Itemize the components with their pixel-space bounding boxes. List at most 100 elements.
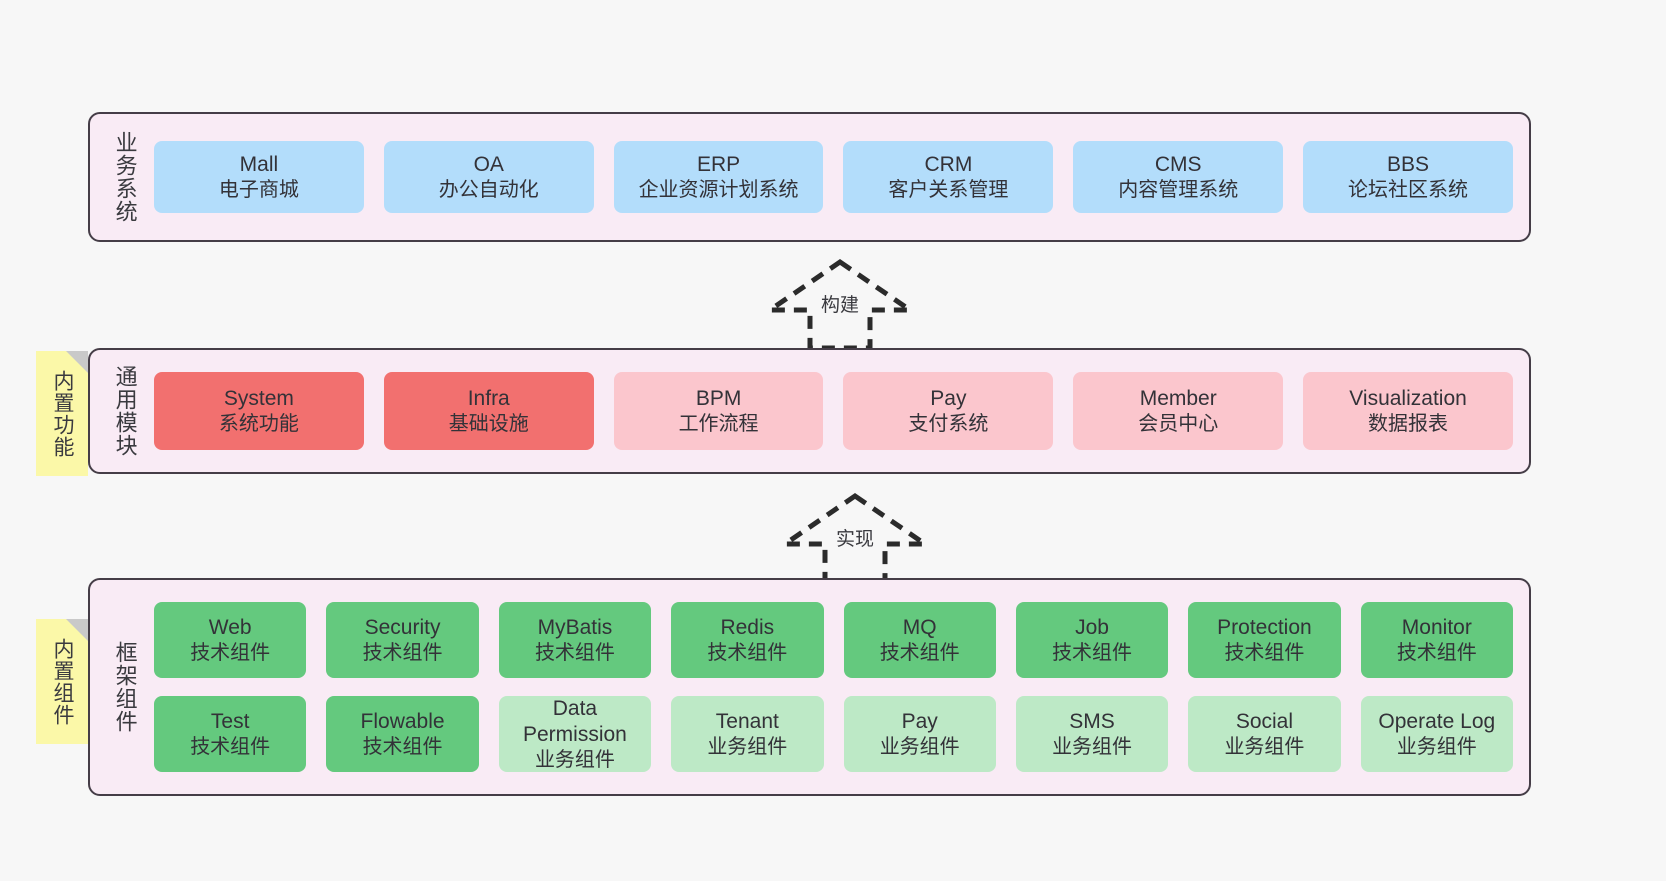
card-title: System xyxy=(223,386,294,410)
card-subtitle: 业务组件 xyxy=(879,735,960,758)
card-subtitle: 业务组件 xyxy=(707,735,788,758)
layer-title-modules: 通用模块 xyxy=(112,365,138,457)
card-title: CMS xyxy=(1154,152,1202,176)
card-sms[interactable]: SMS 业务组件 xyxy=(1015,696,1169,772)
card-subtitle: 技术组件 xyxy=(707,641,788,664)
layer-framework-components: 框架组件 Web 技术组件 Security 技术组件 MyBatis 技术组件… xyxy=(88,578,1531,796)
card-mybatis[interactable]: MyBatis 技术组件 xyxy=(498,602,652,678)
card-subtitle: 办公自动化 xyxy=(438,178,539,201)
card-mq[interactable]: MQ 技术组件 xyxy=(843,602,996,678)
card-subtitle: 数据报表 xyxy=(1368,412,1449,435)
card-subtitle: 企业资源计划系统 xyxy=(638,178,799,201)
card-visualization[interactable]: Visualization 数据报表 xyxy=(1303,372,1513,450)
card-system[interactable]: System 系统功能 xyxy=(154,372,364,450)
card-subtitle: 技术组件 xyxy=(190,641,271,664)
card-monitor[interactable]: Monitor 技术组件 xyxy=(1360,602,1513,678)
card-title: BPM xyxy=(695,386,742,410)
card-subtitle: 业务组件 xyxy=(1396,735,1477,758)
sticky-note-label: 内置功能 xyxy=(51,369,75,458)
card-title: Pay xyxy=(930,386,967,410)
card-mall[interactable]: Mall 电子商城 xyxy=(154,141,364,213)
card-title: BBS xyxy=(1387,152,1430,176)
layer-body-frame: Web 技术组件 Security 技术组件 MyBatis 技术组件 Redi… xyxy=(146,580,1529,794)
card-pay[interactable]: Pay 支付系统 xyxy=(843,372,1054,450)
card-title: Operate Log xyxy=(1378,709,1496,733)
card-subtitle: 技术组件 xyxy=(190,735,271,758)
card-subtitle: 内容管理系统 xyxy=(1118,178,1239,201)
card-title: MyBatis xyxy=(537,615,613,639)
card-security[interactable]: Security 技术组件 xyxy=(326,602,479,678)
card-title: Redis xyxy=(720,615,775,639)
sticky-note-label: 内置组件 xyxy=(51,637,75,726)
card-title: Member xyxy=(1139,386,1217,410)
card-title: Job xyxy=(1075,615,1109,639)
card-title: Flowable xyxy=(360,709,445,733)
card-title: MQ xyxy=(902,615,937,639)
card-subtitle: 业务组件 xyxy=(1224,735,1305,758)
card-subtitle: 电子商城 xyxy=(218,178,299,201)
card-title: Protection xyxy=(1217,615,1312,639)
layer-body-modules: System 系统功能 Infra 基础设施 BPM 工作流程 Pay 支付系统… xyxy=(146,350,1529,472)
card-oa[interactable]: OA 办公自动化 xyxy=(383,141,594,213)
card-subtitle: 业务组件 xyxy=(534,748,615,771)
card-subtitle: 基础设施 xyxy=(448,412,529,435)
card-erp[interactable]: ERP 企业资源计划系统 xyxy=(613,141,824,213)
card-subtitle: 技术组件 xyxy=(362,641,443,664)
card-social[interactable]: Social 业务组件 xyxy=(1188,696,1341,772)
card-title: ERP xyxy=(696,152,741,176)
card-bbs[interactable]: BBS 论坛社区系统 xyxy=(1303,141,1513,213)
card-row: Test 技术组件 Flowable 技术组件 Data Permission … xyxy=(154,696,1513,772)
card-title: Tenant xyxy=(715,709,779,733)
card-subtitle: 论坛社区系统 xyxy=(1348,178,1469,201)
card-subtitle: 系统功能 xyxy=(218,412,299,435)
card-redis[interactable]: Redis 技术组件 xyxy=(671,602,824,678)
card-title: OA xyxy=(473,152,504,176)
card-title: Monitor xyxy=(1401,615,1472,639)
card-subtitle: 技术组件 xyxy=(879,641,960,664)
card-web[interactable]: Web 技术组件 xyxy=(154,602,307,678)
card-cms[interactable]: CMS 内容管理系统 xyxy=(1073,141,1284,213)
layer-common-modules: 通用模块 System 系统功能 Infra 基础设施 BPM 工作流程 Pay… xyxy=(88,348,1531,474)
card-operate-log[interactable]: Operate Log 业务组件 xyxy=(1360,696,1513,772)
card-subtitle: 会员中心 xyxy=(1138,412,1219,435)
card-title: Data Permission xyxy=(523,696,627,746)
card-crm[interactable]: CRM 客户关系管理 xyxy=(843,141,1054,213)
card-title: Visualization xyxy=(1349,386,1467,410)
card-test[interactable]: Test 技术组件 xyxy=(154,696,307,772)
card-bpm[interactable]: BPM 工作流程 xyxy=(613,372,824,450)
card-title: Pay xyxy=(901,709,938,733)
card-tenant[interactable]: Tenant 业务组件 xyxy=(671,696,824,772)
layer-title-business: 业务系统 xyxy=(112,131,138,223)
card-pay-component[interactable]: Pay 业务组件 xyxy=(843,696,996,772)
arrow-build-icon xyxy=(761,258,919,348)
card-title: Security xyxy=(364,615,441,639)
card-data-permission[interactable]: Data Permission 业务组件 xyxy=(498,696,652,772)
layer-body-business: Mall 电子商城 OA 办公自动化 ERP 企业资源计划系统 CRM 客户关系… xyxy=(146,114,1529,240)
arrow-implement-icon xyxy=(776,492,934,582)
card-title: Infra xyxy=(467,386,510,410)
layer-title-frame: 框架组件 xyxy=(112,641,138,733)
page-fold-icon xyxy=(66,351,88,373)
card-subtitle: 工作流程 xyxy=(678,412,759,435)
card-member[interactable]: Member 会员中心 xyxy=(1073,372,1284,450)
card-infra[interactable]: Infra 基础设施 xyxy=(383,372,594,450)
card-subtitle: 支付系统 xyxy=(908,412,989,435)
page-fold-icon xyxy=(66,619,88,641)
arrow-build: 构建 xyxy=(760,256,920,348)
card-row: System 系统功能 Infra 基础设施 BPM 工作流程 Pay 支付系统… xyxy=(154,372,1513,450)
card-row: Mall 电子商城 OA 办公自动化 ERP 企业资源计划系统 CRM 客户关系… xyxy=(154,141,1513,213)
card-flowable[interactable]: Flowable 技术组件 xyxy=(326,696,479,772)
card-job[interactable]: Job 技术组件 xyxy=(1015,602,1169,678)
card-title: Mall xyxy=(239,152,279,176)
card-title: Web xyxy=(208,615,252,639)
card-protection[interactable]: Protection 技术组件 xyxy=(1188,602,1341,678)
card-subtitle: 技术组件 xyxy=(534,641,615,664)
card-title: CRM xyxy=(924,152,973,176)
sticky-note-builtin-features: 内置功能 xyxy=(36,351,88,476)
card-subtitle: 客户关系管理 xyxy=(888,178,1009,201)
layer-business-systems: 业务系统 Mall 电子商城 OA 办公自动化 ERP 企业资源计划系统 CRM… xyxy=(88,112,1531,242)
card-subtitle: 技术组件 xyxy=(1224,641,1305,664)
card-title: Social xyxy=(1235,709,1294,733)
card-row: Web 技术组件 Security 技术组件 MyBatis 技术组件 Redi… xyxy=(154,602,1513,678)
card-subtitle: 技术组件 xyxy=(1396,641,1477,664)
